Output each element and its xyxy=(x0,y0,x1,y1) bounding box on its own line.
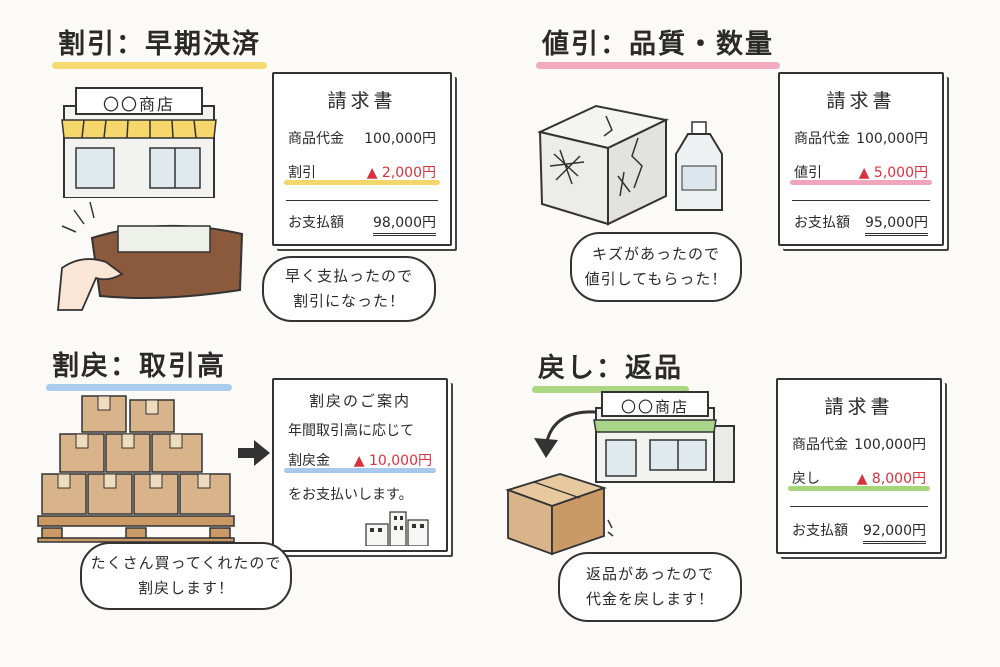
total-label: お支払額 xyxy=(792,523,848,539)
invoice-title: 請求書 xyxy=(327,90,397,112)
bubble-line: 返品があったので xyxy=(585,565,714,583)
invoice-row-price: 商品代金 100,000円 xyxy=(792,432,926,454)
allowance-title-underline xyxy=(536,62,780,69)
cardboard-box-icon xyxy=(505,473,614,556)
rebate-title: 割戻：取引高 xyxy=(46,344,232,391)
row-highlight xyxy=(284,468,436,473)
row-value: ▲ 10,000円 xyxy=(353,453,432,469)
wallet-icon xyxy=(57,201,244,311)
total-value: 92,000円 xyxy=(863,520,926,544)
total-value: 95,000円 xyxy=(865,212,928,236)
invoice-row-total: お支払額 95,000円 xyxy=(794,210,928,236)
row-label: 戻し xyxy=(792,471,820,487)
invoice-divider xyxy=(792,200,930,201)
allowance-panel: 値引：品質・数量 請求書 商品代金 100,000円 値引 xyxy=(500,0,1000,333)
shop-sign: 〇〇商店 xyxy=(102,95,175,114)
discount-title: 割引：早期決済 xyxy=(52,22,267,69)
bubble-line: 値引してもらった！ xyxy=(584,270,728,288)
returns-title-underline xyxy=(532,386,689,393)
rebate-notice: 割戻のご案内 年間取引高に応じて 割戻金 ▲ 10,000円 をお支払いします。 xyxy=(272,378,448,552)
invoice-row-price: 商品代金 100,000円 xyxy=(288,126,436,148)
damaged-box-illustration xyxy=(536,92,746,232)
bubble-line: 代金を戻します！ xyxy=(585,590,714,608)
damaged-box-icon xyxy=(536,104,723,226)
row-label: 商品代金 xyxy=(792,437,848,453)
invoice-row-allowance: 値引 ▲ 5,000円 xyxy=(790,160,932,185)
notice-title: 割戻のご案内 xyxy=(308,392,411,410)
invoice-divider xyxy=(286,200,438,201)
row-label: 商品代金 xyxy=(794,131,850,147)
row-value: ▲ 8,000円 xyxy=(856,471,926,487)
row-highlight xyxy=(790,180,932,185)
invoice-row-total: お支払額 92,000円 xyxy=(792,518,926,544)
total-value: 98,000円 xyxy=(373,212,436,236)
row-highlight xyxy=(284,180,440,185)
rebate-panel: 割戻：取引高 xyxy=(0,334,500,667)
notice-row-rebate: 割戻金 ▲ 10,000円 xyxy=(284,448,436,473)
total-label: お支払額 xyxy=(794,215,850,231)
invoice-row-return: 戻し ▲ 8,000円 xyxy=(788,466,930,491)
row-highlight xyxy=(788,486,930,491)
bubble-line: 割戻します！ xyxy=(137,579,234,597)
discount-speech-bubble: 早く支払ったので 割引になった！ xyxy=(262,256,436,322)
discount-invoice: 請求書 商品代金 100,000円 割引 ▲ 2,000円 お支払額 98,00… xyxy=(272,72,452,246)
allowance-title-text: 値引：品質・数量 xyxy=(542,29,774,60)
discount-title-text: 割引：早期決済 xyxy=(58,29,261,60)
row-value: 100,000円 xyxy=(364,131,436,147)
bubble-line: 割引になった！ xyxy=(292,292,405,310)
row-label: 商品代金 xyxy=(288,131,344,147)
wallet-illustration xyxy=(52,198,252,318)
row-value: 100,000円 xyxy=(854,437,926,453)
returns-speech-bubble: 返品があったので 代金を戻します！ xyxy=(558,552,742,622)
invoice-divider xyxy=(790,506,928,507)
allowance-title: 値引：品質・数量 xyxy=(536,22,780,69)
bubble-line: 早く支払ったので xyxy=(284,267,413,285)
store-illustration xyxy=(592,390,738,484)
building-icon xyxy=(365,511,429,546)
row-label: 割引 xyxy=(288,165,316,181)
returned-box-illustration xyxy=(504,464,614,556)
boxes-pallet-illustration xyxy=(32,394,242,544)
notice-line: をお支払いします。 xyxy=(288,487,413,503)
bubble-line: キズがあったので xyxy=(591,245,720,263)
row-label: 割戻金 xyxy=(288,453,330,469)
shop-icon xyxy=(61,87,217,199)
returns-title-text: 戻し：返品 xyxy=(538,353,683,384)
allowance-speech-bubble: キズがあったので 値引してもらった！ xyxy=(570,232,742,302)
shop-illustration xyxy=(58,86,220,199)
rebate-title-text: 割戻：取引高 xyxy=(52,351,226,382)
invoice-title: 請求書 xyxy=(824,396,894,418)
arrow-right-icon xyxy=(238,440,270,466)
curved-arrow-icon xyxy=(534,410,597,458)
total-label: お支払額 xyxy=(288,215,344,231)
store-icon xyxy=(593,391,735,483)
rebate-speech-bubble: たくさん買ってくれたので 割戻します！ xyxy=(80,542,292,610)
notice-line: 年間取引高に応じて xyxy=(288,423,414,439)
boxes-on-pallet-icon xyxy=(37,395,235,543)
invoice-title: 請求書 xyxy=(826,90,896,112)
discount-panel: 割引：早期決済 〇〇商店 xyxy=(0,0,500,333)
row-label: 値引 xyxy=(794,165,822,181)
row-value: 100,000円 xyxy=(856,131,928,147)
rebate-title-underline xyxy=(46,384,232,391)
invoice-row-price: 商品代金 100,000円 xyxy=(794,126,928,148)
row-value: ▲ 2,000円 xyxy=(366,165,436,181)
returns-title: 戻し：返品 xyxy=(532,346,689,393)
invoice-row-total: お支払額 98,000円 xyxy=(288,210,436,236)
returns-invoice: 請求書 商品代金 100,000円 戻し ▲ 8,000円 お支払額 92,00… xyxy=(776,378,942,554)
row-value: ▲ 5,000円 xyxy=(858,165,928,181)
returns-panel: 戻し：返品 〇〇商店 請求書 商品代金 100,000円 xyxy=(500,334,1000,667)
allowance-invoice: 請求書 商品代金 100,000円 値引 ▲ 5,000円 お支払額 95,00… xyxy=(778,72,944,246)
discount-title-underline xyxy=(52,62,267,69)
bubble-line: たくさん買ってくれたので xyxy=(90,554,282,572)
store-sign: 〇〇商店 xyxy=(620,398,689,416)
invoice-row-discount: 割引 ▲ 2,000円 xyxy=(284,160,440,185)
